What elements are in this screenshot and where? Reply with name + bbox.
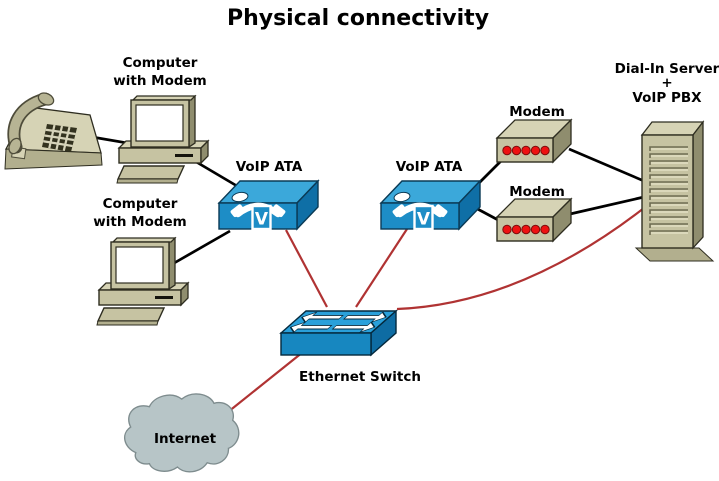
- handset-end: [37, 92, 55, 106]
- voip-ata-1: [219, 181, 318, 230]
- switch-arrow-right: [343, 311, 387, 323]
- computer-2: [95, 236, 190, 327]
- server-slot: [649, 216, 688, 221]
- modem-2-label: Modem: [509, 184, 565, 200]
- server-slot: [649, 167, 688, 172]
- server-slot: [649, 195, 688, 200]
- computer-1-label-line1: Computer: [123, 55, 198, 71]
- diagram-title: Physical connectivity: [227, 6, 489, 31]
- switch-arrow-right: [331, 321, 376, 333]
- voip-ata-2: [381, 181, 480, 230]
- internet-label: Internet: [154, 431, 217, 447]
- telephone: [4, 92, 103, 170]
- server-slot: [649, 146, 688, 151]
- server-label-line1: Dial-In Server: [615, 61, 719, 77]
- computer-2-label-line2: with Modem: [93, 214, 186, 230]
- server-slot: [649, 181, 688, 186]
- dial-in-server: [634, 120, 715, 262]
- edge-ata2-to-switch: [355, 228, 408, 308]
- labels: Physical connectivity Computer with Mode…: [93, 6, 719, 447]
- server-slot: [649, 153, 688, 158]
- switch-arrow-left: [289, 321, 333, 333]
- keypad-line: [43, 140, 73, 148]
- voip-ata-2-label: VoIP ATA: [396, 159, 463, 175]
- server-label-line2: +: [661, 75, 672, 91]
- modem-2: [496, 198, 572, 242]
- edge-modem2-to-server: [569, 195, 645, 216]
- connection-lines: [91, 135, 645, 413]
- server-slot: [649, 223, 688, 228]
- server-label-line3: VoIP PBX: [632, 90, 702, 106]
- edge-modem1-to-server: [568, 147, 645, 183]
- server-slot: [649, 174, 688, 179]
- modem-1: [496, 119, 572, 163]
- keypad-line: [44, 134, 75, 142]
- switch-label: Ethernet Switch: [299, 369, 421, 385]
- handset-end: [8, 137, 22, 155]
- server-slots: [649, 146, 688, 235]
- computer-1-label-line2: with Modem: [113, 73, 206, 89]
- edge-ata1-to-switch: [285, 229, 328, 308]
- server-slot: [649, 209, 688, 214]
- switch-arrows: [289, 311, 387, 333]
- server-slot: [649, 230, 688, 235]
- modem-1-label: Modem: [509, 104, 565, 120]
- internet-cloud: [124, 393, 240, 473]
- server-slot: [649, 160, 688, 165]
- switch-front: [280, 332, 372, 356]
- cloud-shape: [124, 393, 240, 473]
- keypad-line: [45, 128, 76, 136]
- computer-1: [115, 94, 210, 185]
- edge-computer2-to-ata1: [168, 229, 231, 268]
- edge-switch-to-internet: [227, 351, 304, 413]
- edge-computer1-to-ata1: [192, 158, 238, 188]
- edge-switch-to-server: [396, 207, 645, 311]
- server-side: [692, 120, 704, 250]
- server-slot: [649, 188, 688, 193]
- server-slot: [649, 202, 688, 207]
- voip-ata-1-label: VoIP ATA: [236, 159, 303, 175]
- server-base: [634, 247, 715, 262]
- switch-arrow-left: [301, 311, 344, 323]
- computer-2-label-line1: Computer: [103, 196, 178, 212]
- ethernet-switch: [279, 309, 398, 357]
